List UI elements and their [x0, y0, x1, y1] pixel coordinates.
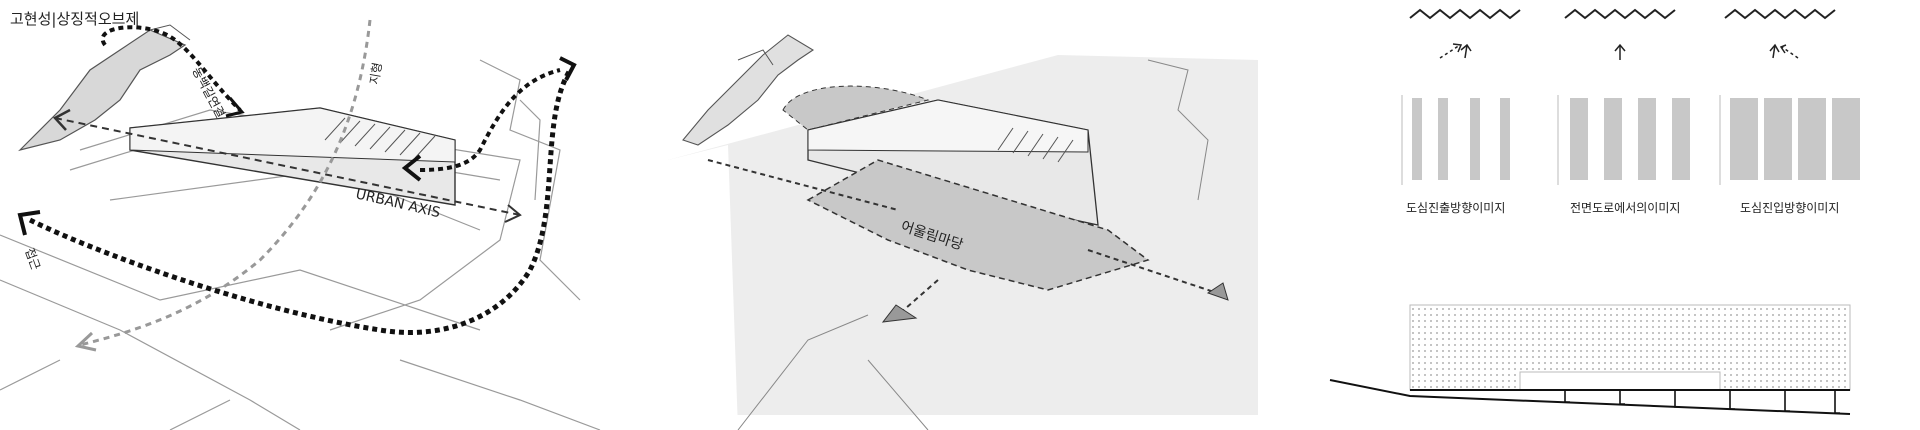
caption-outbound: 도심진출방향이미지 [1406, 201, 1505, 215]
plaza-diagram: 어울림마당 [668, 0, 1258, 430]
zigzag-lines [1409, 8, 1836, 20]
bars-inbound [1730, 98, 1860, 180]
site-axis-diagram: 고현성|상징적오브제 동백길연결 URBAN AXIS 지형 접근 [0, 0, 660, 430]
image-studies: 도심진출방향이미지 전면도로에서의이미지 도심진입방향이미지 [1320, 0, 1920, 430]
entry-route [419, 68, 561, 172]
terrain-axis-line [79, 19, 372, 347]
approach-label: 접근 [22, 246, 43, 272]
hill-form [682, 34, 815, 146]
site-axis-svg: 고현성|상징적오브제 동백길연결 URBAN AXIS 지형 접근 [0, 10, 601, 430]
plaza-area [806, 159, 1150, 291]
plaza-arrow-right [1087, 249, 1224, 296]
ground-section [1329, 379, 1851, 415]
connection-curve [100, 25, 242, 112]
image-studies-svg: 도심진출방향이미지 전면도로에서의이미지 도심진입방향이미지 [1329, 8, 1860, 415]
roof-stripes [997, 127, 1074, 163]
terrain-axis-label: 지형 [367, 61, 385, 85]
bars-outbound [1412, 98, 1510, 180]
roof-stripes [324, 117, 436, 159]
mound [782, 85, 930, 131]
elevation-opening [1519, 371, 1721, 390]
plaza-arrow-left [707, 159, 899, 211]
caption-inbound: 도심진입방향이미지 [1740, 201, 1839, 215]
terrain-axis-arrow [74, 331, 97, 352]
view-arrows [1439, 43, 1799, 60]
approach-route [28, 68, 573, 335]
panel1-title: 고현성|상징적오브제 [10, 10, 139, 28]
plaza-svg: 어울림마당 [668, 34, 1258, 430]
caption-front-road: 전면도로에서의이미지 [1570, 201, 1680, 215]
terrain-lines [737, 59, 1209, 430]
bars-front-road [1570, 98, 1690, 180]
piers [1564, 390, 1840, 414]
